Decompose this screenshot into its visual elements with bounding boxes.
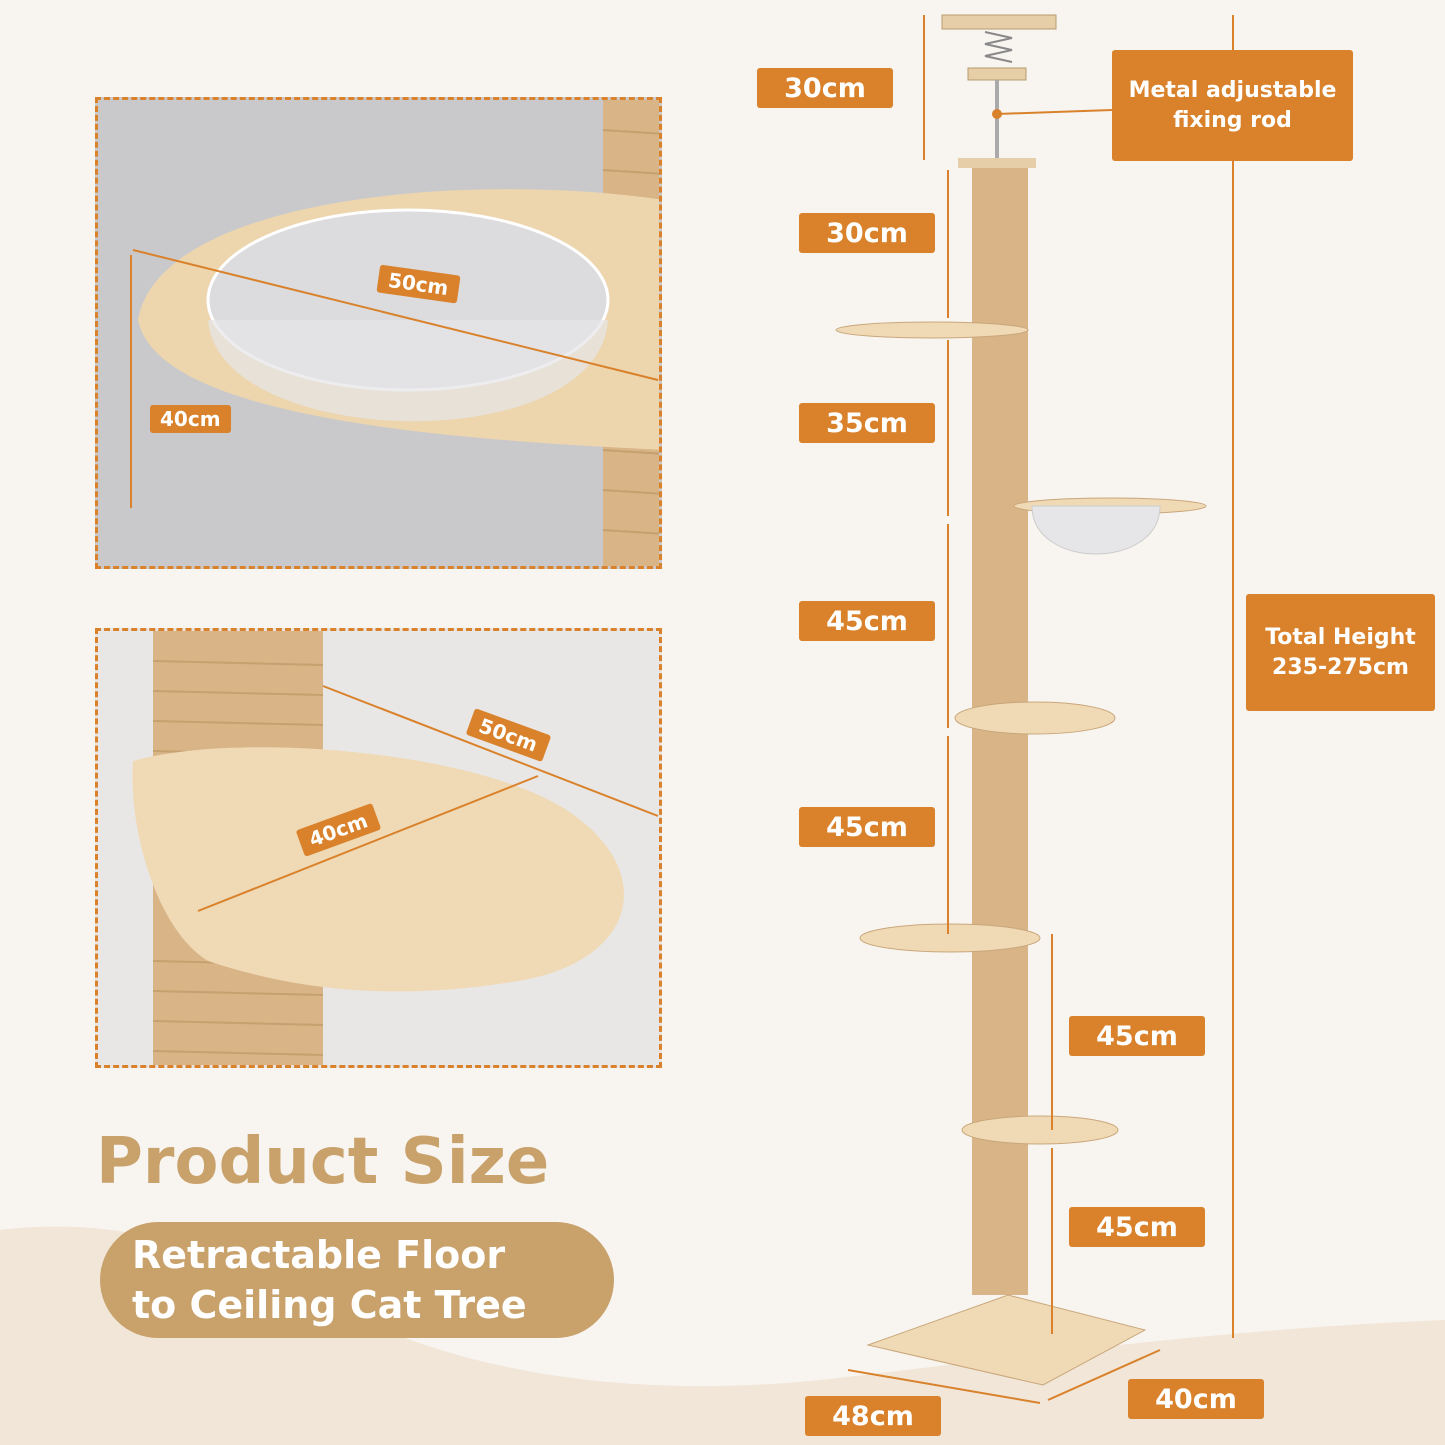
segment-5-label: 45cm [1069,1016,1205,1056]
segment-3-label: 45cm [799,601,935,641]
subtitle-line-2: to Ceiling Cat Tree [132,1283,527,1327]
fixing-rod-line-2: fixing rod [1173,107,1292,133]
subtitle-badge: Retractable Floor to Ceiling Cat Tree [100,1222,614,1338]
platform-illustration [98,631,659,1065]
base-depth-label: 40cm [1128,1379,1264,1419]
page-title: Product Size [96,1125,550,1199]
segment-1-label: 30cm [799,213,935,253]
platform-photo: 50cm 40cm [95,628,662,1068]
base-width-label: 48cm [805,1396,941,1436]
fixing-rod-callout: Metal adjustable fixing rod [1112,50,1353,161]
rod-height-label: 30cm [757,68,893,108]
bowl-depth-label: 40cm [150,405,231,433]
total-height-line-1: Total Height [1265,624,1416,650]
bowl-illustration [130,100,659,566]
fixing-rod-line-1: Metal adjustable [1128,77,1337,103]
total-height-callout: Total Height 235-275cm [1246,594,1435,711]
segment-6-label: 45cm [1069,1207,1205,1247]
bowl-photo: 50cm 40cm [95,97,662,569]
total-height-line-2: 235-275cm [1272,654,1409,680]
subtitle-line-1: Retractable Floor [132,1233,506,1277]
segment-4-label: 45cm [799,807,935,847]
segment-2-label: 35cm [799,403,935,443]
